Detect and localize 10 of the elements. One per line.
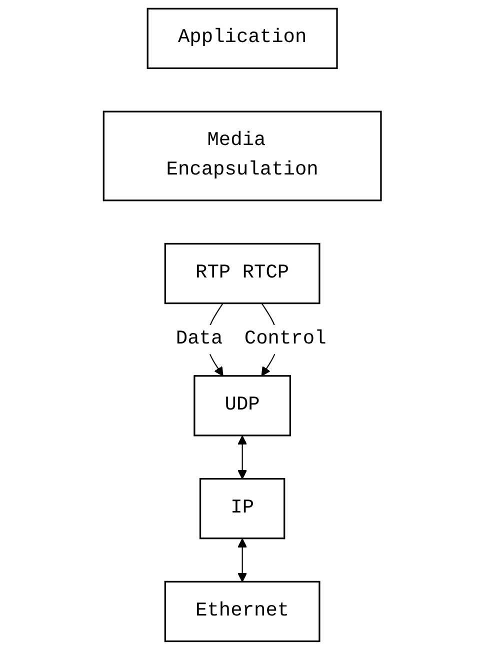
- node-box: IP: [199, 478, 285, 540]
- edge-label: Control: [244, 328, 326, 350]
- node-box: Ethernet: [164, 580, 320, 642]
- arrow: [237, 538, 247, 582]
- edge-label: Data: [176, 328, 222, 350]
- node-box: Media Encapsulation: [102, 110, 382, 202]
- node-box: UDP: [193, 375, 291, 436]
- arrow: [237, 436, 247, 480]
- node-box: Application: [146, 8, 338, 70]
- node-box: RTP RTCP: [164, 242, 320, 304]
